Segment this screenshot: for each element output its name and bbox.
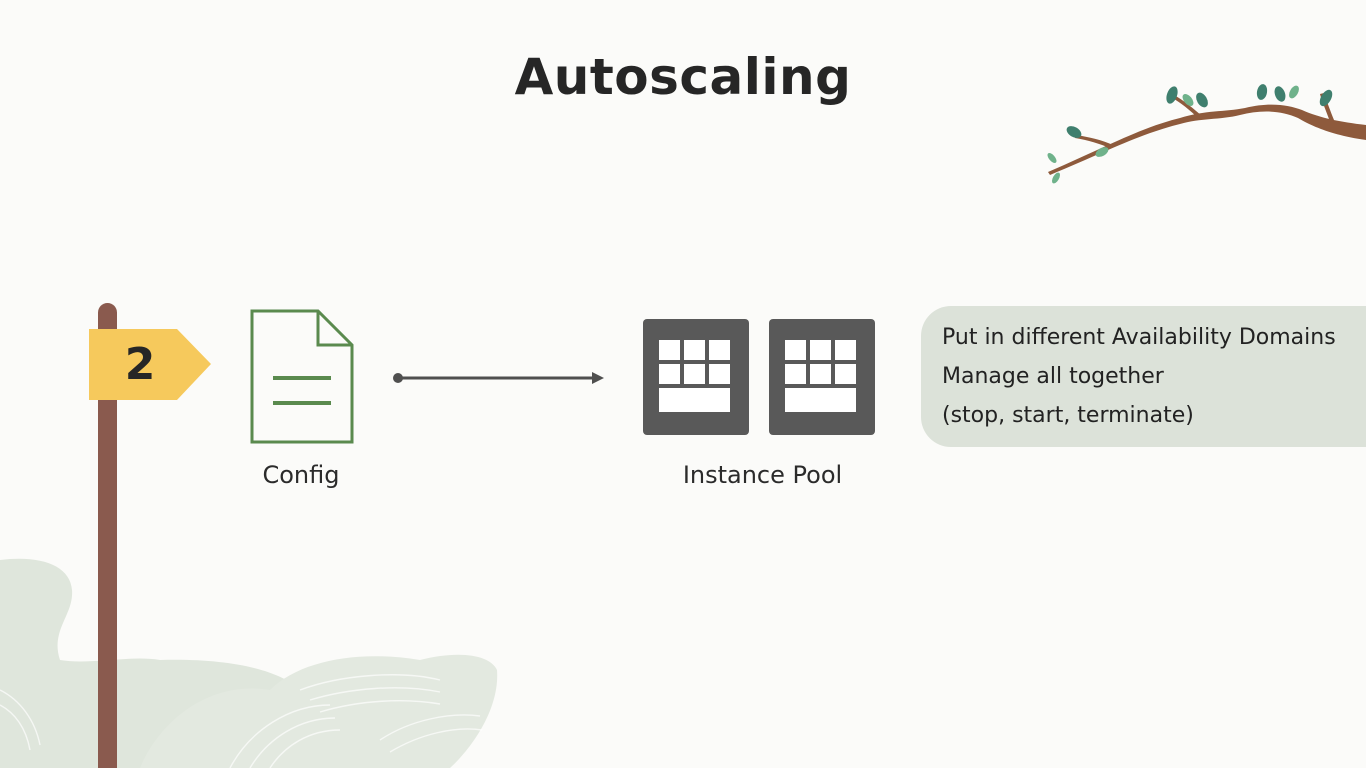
server-instance-icon (769, 319, 875, 435)
info-line-manage-together: Manage all together (942, 364, 1164, 389)
signpost-pole (98, 303, 117, 768)
info-line-operations: (stop, start, terminate) (942, 403, 1194, 428)
info-line-availability-domains: Put in different Availability Domains (942, 325, 1336, 350)
config-label: Config (262, 461, 340, 489)
info-callout (921, 306, 1366, 447)
server-instance-icon (643, 319, 749, 435)
instance-pool-label: Instance Pool (682, 461, 843, 489)
tree-branch-decoration (1047, 84, 1366, 184)
slide-title: Autoscaling (514, 48, 852, 106)
document-icon (250, 309, 354, 444)
signpost-icon (89, 329, 211, 400)
step-number: 2 (124, 339, 156, 390)
arrow-right-icon (393, 372, 604, 384)
